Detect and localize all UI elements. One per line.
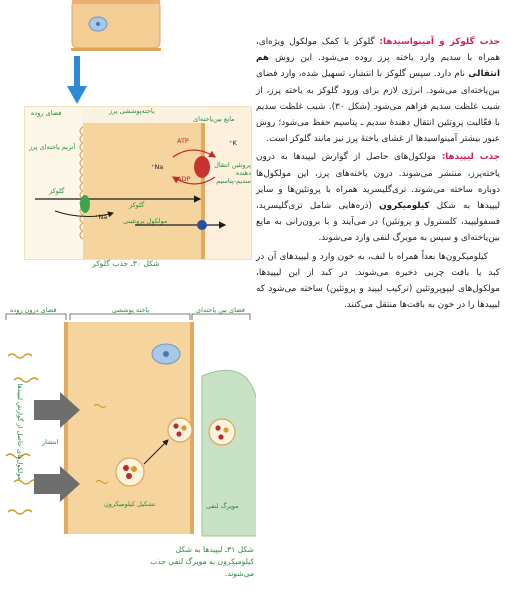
fig31-label-interstitial: فضای بین یاخته‌ای	[196, 306, 245, 314]
fig31-label-epithelium: یاخته پوششی	[112, 306, 150, 314]
fig30-label-adp: ADP	[177, 175, 191, 183]
down-arrow-icon	[67, 56, 87, 110]
fig31-label-diffusion: انتشار	[42, 438, 59, 446]
fig31-label-lumen: فضای درون روده	[10, 306, 57, 314]
term-cotransport: هم انتقالی	[256, 53, 500, 80]
glucose-text-a: گلوکز با کمک مولکول ویژه‌ای، همراه با سد…	[256, 37, 500, 64]
paragraph-chylomicron-fate: کیلومیکرون‌ها بعداً همراه با لنف، به خون…	[256, 251, 500, 311]
paragraph-glucose: جذب گلوکز و آمینواسیدها: گلوکز با کمک مو…	[256, 34, 500, 147]
lipids-text-b: (ذره‌هایی شامل تری‌گلیسرید، فسفولیپید، ک…	[256, 201, 500, 244]
fig30-label-lumen: فضای روده	[31, 109, 62, 117]
fig31-label-lacteal: مویرگ لنفی	[206, 502, 239, 510]
fig31-caption-line-2: کیلومیکرون به مویرگ لنفی جذب	[150, 557, 254, 566]
fig31-caption-line-1: شکل ۳۱ـ لیپیدها به شکل	[175, 545, 254, 554]
top-cell-illustration	[50, 0, 180, 110]
fig31-label-chylomicron: تشکیل کیلومیکرون	[104, 500, 156, 508]
fig30-label-carrier: مولکول پروتئینی	[123, 217, 168, 225]
fig30-label-atp: ATP	[177, 137, 189, 145]
fig31-caption-line-3: می‌شوند.	[224, 569, 254, 578]
fig30-label-glucose-mid: گلوکز	[129, 201, 145, 209]
figure-30-glucose-absorption: فضای روده یاخته‌پوششی پرز مایع بین‌یاخته…	[24, 106, 252, 260]
fig30-label-glucose-in: گلوکز	[49, 187, 65, 195]
figure-31-svg	[5, 313, 256, 537]
paragraph-lipids: جذب لیپیدها: مولکول‌های حاصل از گوارش لی…	[256, 149, 500, 246]
body-text-column: جذب گلوکز و آمینواسیدها: گلوکز با کمک مو…	[256, 34, 500, 315]
lipids-text-a: مولکول‌های حاصل از گوارش لیپیدها به درون…	[256, 152, 500, 212]
heading-lipids: جذب لیپیدها:	[441, 152, 501, 163]
term-chylomicron: کیلومیکرون	[379, 201, 430, 212]
fig30-label-brush-border: یاخته‌پوششی پرز	[109, 107, 155, 115]
fig31-side-label: مولکول‌های حاصل از گوارش لیپیدها	[16, 383, 24, 480]
glucose-text-b: نام دارد. سپس گلوکز با انتشار، تسهیل شده…	[256, 69, 500, 145]
heading-glucose: جذب گلوکز و آمینواسیدها:	[379, 37, 500, 47]
fig30-label-na-in: Na⁺	[95, 213, 108, 221]
figure-31-caption: شکل ۳۱ـ لیپیدها به شکل کیلومیکرون به موی…	[94, 544, 254, 580]
fig30-label-na: Na⁺	[151, 163, 164, 171]
fig30-label-interstitial: مایع بین‌یاخته‌ای	[193, 115, 235, 123]
fig30-label-villus-enzyme: آنزیم یاخته‌ای پرز	[29, 143, 76, 151]
figure-30-caption: شکل ۳۰ـ جذب گلوکز	[92, 259, 160, 268]
fig30-label-k: K⁺	[229, 139, 237, 147]
figure-31-lipid-absorption: فضای درون روده یاخته پوششی فضای بین یاخت…	[0, 306, 256, 538]
figure-30-svg	[25, 107, 251, 259]
top-cell-svg	[71, 0, 161, 51]
fig30-label-pump: پروتئین انتقال دهنده سدیم‑پتاسیم	[214, 161, 251, 185]
